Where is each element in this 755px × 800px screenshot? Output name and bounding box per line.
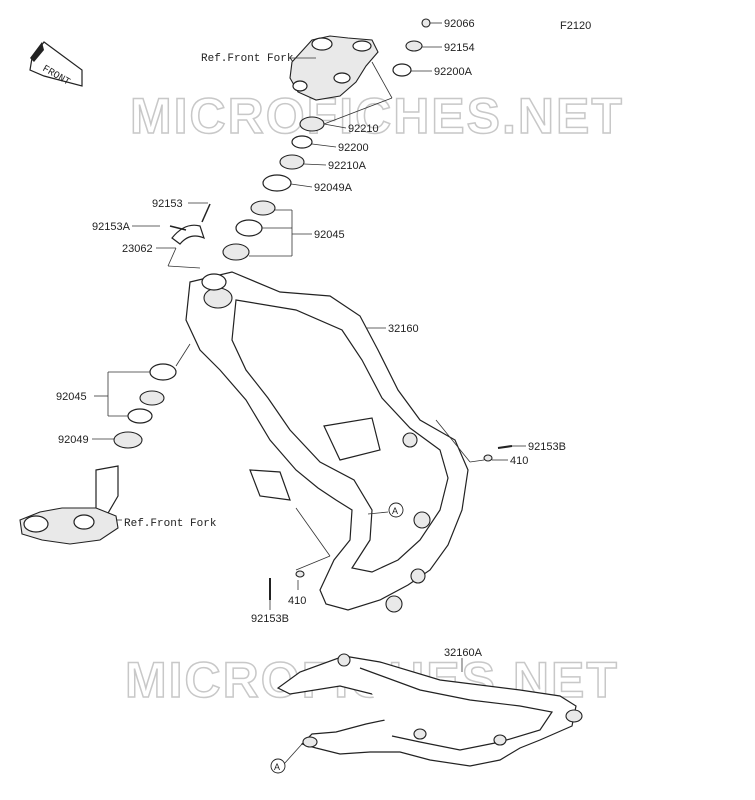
label-92153: 92153 bbox=[152, 198, 183, 210]
label-92045-upper: 92045 bbox=[314, 229, 345, 241]
leader-lines bbox=[92, 22, 526, 765]
part-92153B-right-shape bbox=[497, 445, 513, 449]
part-92200A-shape bbox=[392, 63, 412, 77]
bracket-23062 bbox=[169, 203, 211, 245]
part-92210A-shape bbox=[279, 154, 305, 170]
front-arrow-icon: FRONT bbox=[29, 41, 83, 88]
marker-a-subframe: A bbox=[270, 758, 286, 774]
sub-frame bbox=[276, 653, 583, 767]
label-92066: 92066 bbox=[444, 18, 475, 30]
part-92154-shape bbox=[405, 40, 423, 52]
label-92210: 92210 bbox=[348, 123, 379, 135]
label-92200A: 92200A bbox=[434, 66, 473, 78]
part-410-lower-shape bbox=[295, 570, 305, 578]
lower-triple-clamp bbox=[19, 465, 119, 545]
label-410-right: 410 bbox=[510, 455, 528, 467]
marker-a-subframe-label: A bbox=[274, 762, 280, 772]
label-410-lower: 410 bbox=[288, 595, 306, 607]
label-23062: 23062 bbox=[122, 243, 153, 255]
label-92045-lower: 92045 bbox=[56, 391, 87, 403]
label-92200: 92200 bbox=[338, 142, 369, 154]
label-32160A: 32160A bbox=[444, 647, 483, 659]
part-92049-shape bbox=[113, 431, 143, 449]
label-92153B-lower: 92153B bbox=[251, 613, 289, 625]
part-92049A-shape bbox=[262, 174, 292, 192]
top-triple-clamp bbox=[289, 35, 379, 101]
label-32160: 32160 bbox=[388, 323, 419, 335]
marker-a-frame: A bbox=[388, 502, 404, 518]
label-ref-front-fork-bottom: Ref.Front Fork bbox=[124, 518, 217, 530]
watermark-top: MICROFICHES.NET bbox=[130, 88, 624, 144]
label-92210A: 92210A bbox=[328, 160, 367, 172]
part-92045-lower3-shape bbox=[127, 408, 153, 424]
label-ref-front-fork-top: Ref.Front Fork bbox=[201, 53, 294, 65]
part-92045-lower2-shape bbox=[139, 390, 165, 406]
part-410-right-shape bbox=[483, 454, 493, 462]
part-92045-lower1-shape bbox=[149, 363, 177, 381]
part-92045-upper2-shape bbox=[235, 219, 263, 237]
label-92049: 92049 bbox=[58, 434, 89, 446]
label-92049A: 92049A bbox=[314, 182, 353, 194]
part-92200-shape bbox=[291, 135, 313, 149]
part-92066-shape bbox=[421, 18, 431, 28]
main-frame bbox=[185, 271, 469, 613]
label-92153B-right: 92153B bbox=[528, 441, 566, 453]
figure-code: F2120 bbox=[560, 20, 591, 32]
part-92045-upper-shape bbox=[250, 200, 276, 216]
marker-a-frame-label: A bbox=[392, 506, 398, 516]
part-92045-upper3-shape bbox=[222, 243, 250, 261]
label-92153A: 92153A bbox=[92, 221, 131, 233]
label-92154: 92154 bbox=[444, 42, 475, 54]
part-92210-shape bbox=[299, 116, 325, 132]
